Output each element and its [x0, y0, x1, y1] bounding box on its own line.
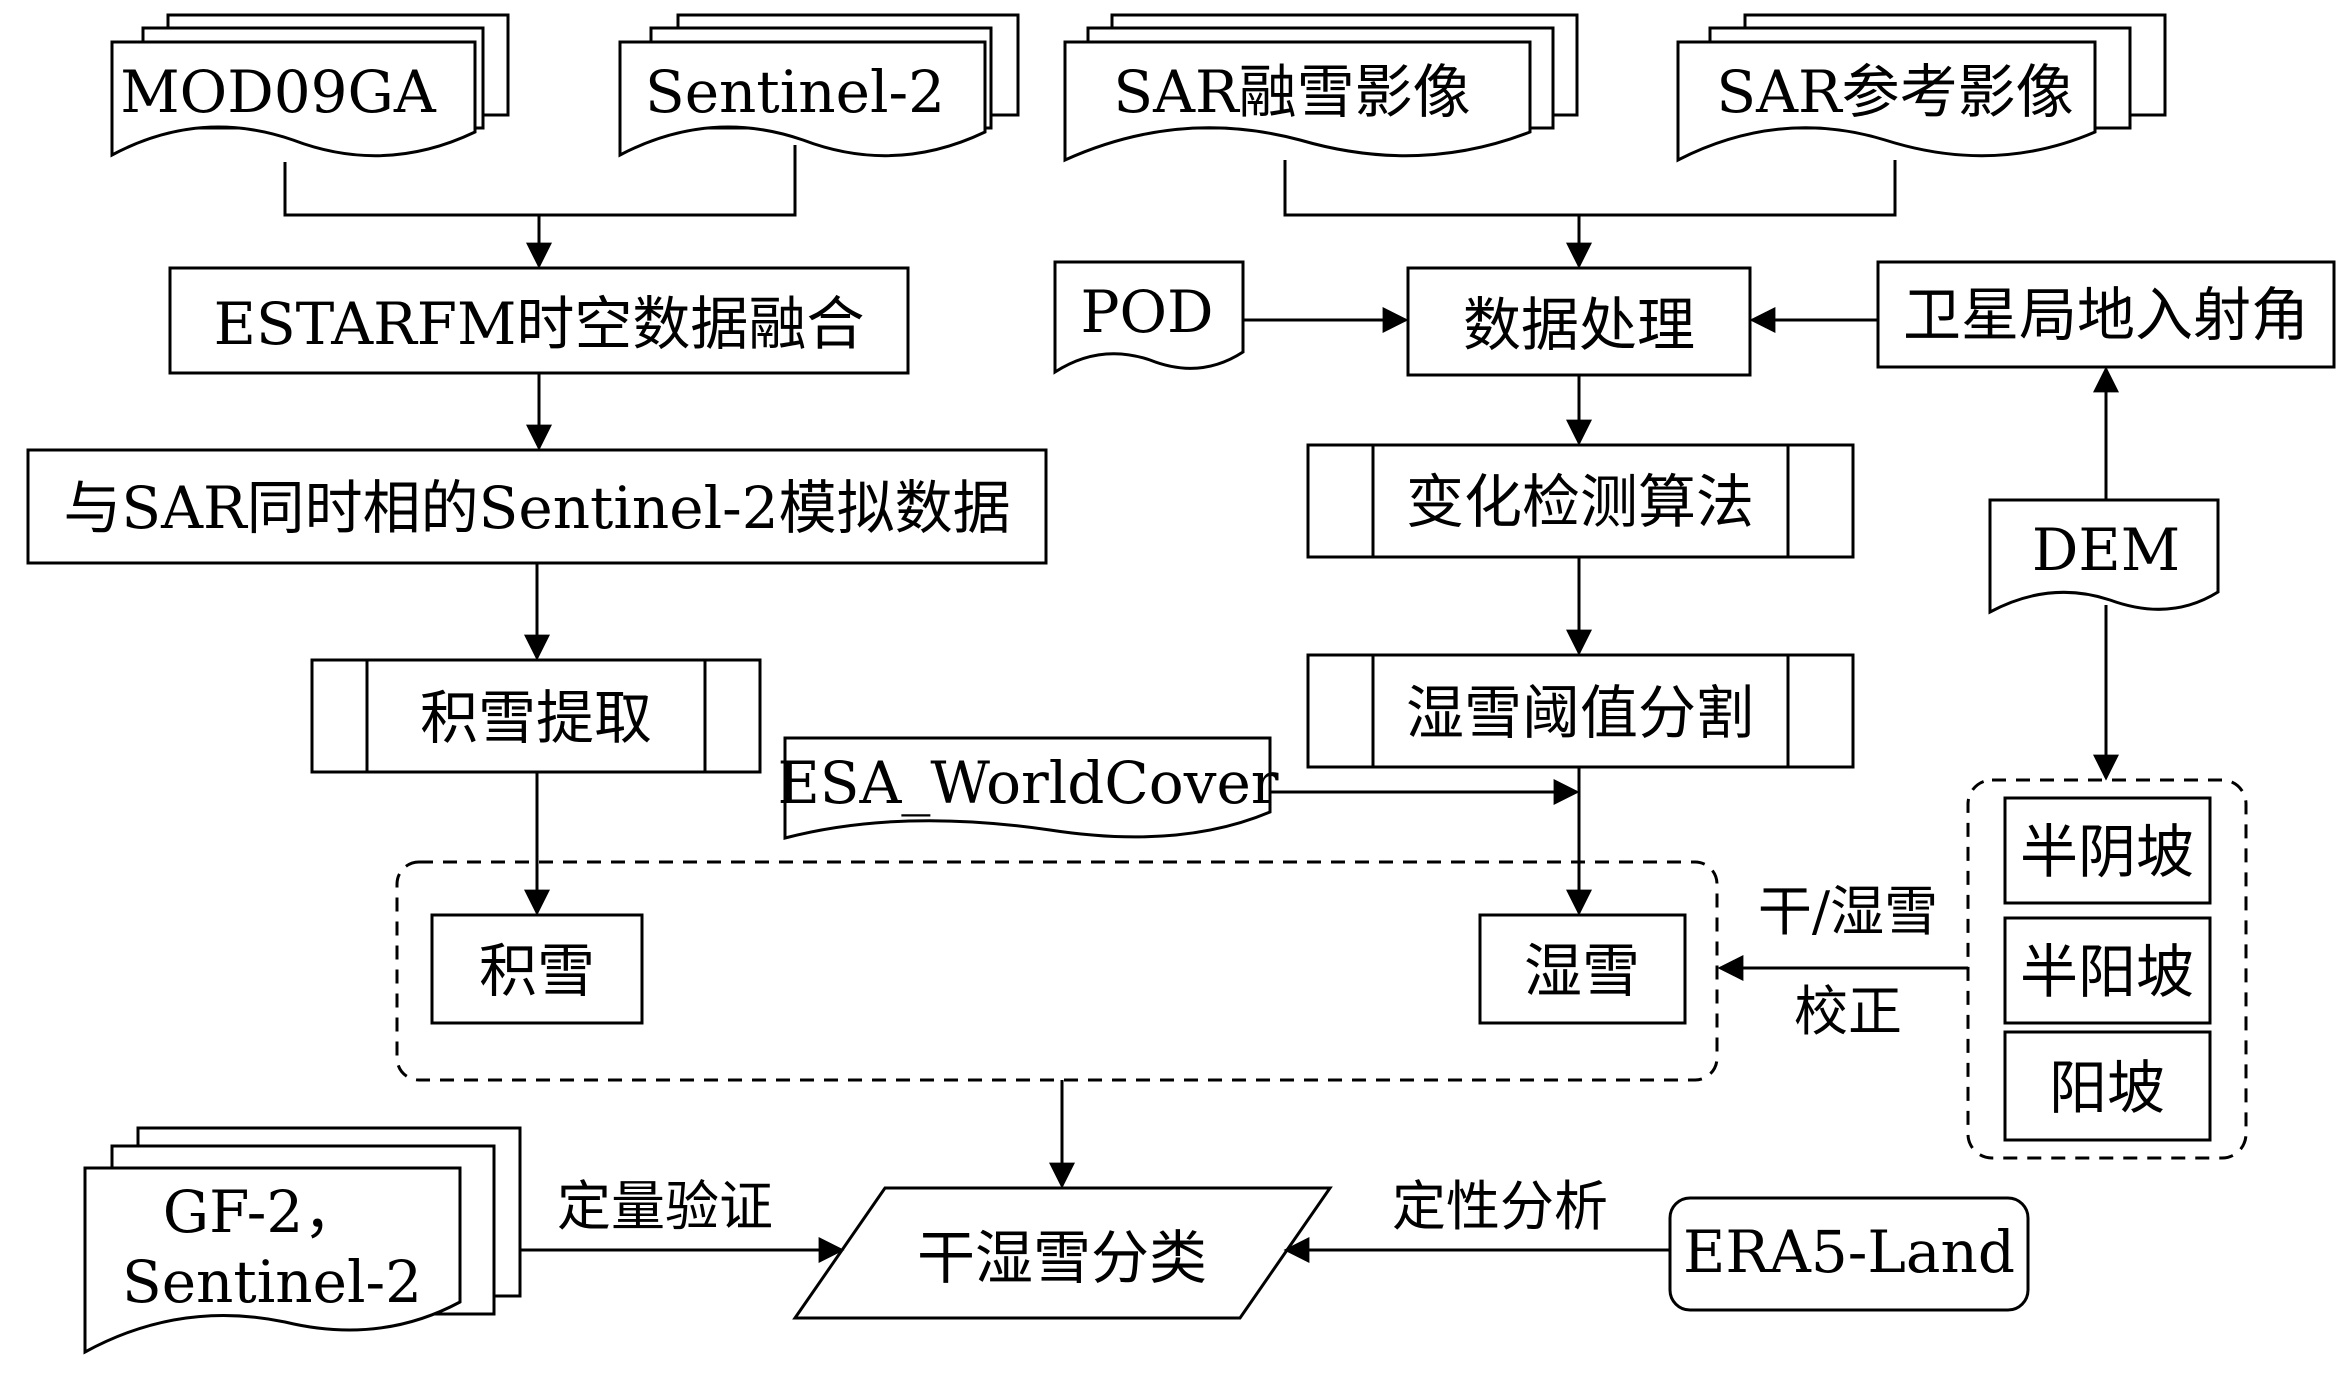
data-processing-label: 数据处理	[1463, 291, 1695, 359]
simulated-data-process: 与SAR同时相的Sentinel-2模拟数据	[26, 448, 1048, 565]
esa-worldcover-label: ESA_WorldCover	[777, 749, 1278, 817]
sar-ref-label: SAR参考影像	[1716, 58, 2073, 126]
mod09ga-document-stack: MOD09GA	[110, 13, 510, 158]
gf2-label-line2: Sentinel-2	[122, 1248, 422, 1316]
era5-label: ERA5-Land	[1683, 1218, 2015, 1286]
wet-snow-threshold-process: 湿雪阈值分割	[1306, 653, 1855, 769]
gf2-document-stack: GF-2， Sentinel-2	[83, 1126, 522, 1355]
qual-analysis-label: 定性分析	[1392, 1175, 1608, 1238]
sentinel2-top-label: Sentinel-2	[645, 58, 945, 126]
snow-extraction-label: 积雪提取	[420, 684, 652, 752]
snow-result-label: 积雪	[479, 937, 595, 1005]
correction-label-line1: 干/湿雪	[1758, 880, 1938, 943]
esa-worldcover-document: ESA_WorldCover	[777, 736, 1279, 840]
connectors	[283, 145, 2119, 1263]
pod-label: POD	[1080, 278, 1213, 346]
classification-label: 干湿雪分类	[917, 1224, 1207, 1292]
snow-result: 积雪	[430, 913, 644, 1025]
quant-validation-label: 定量验证	[557, 1175, 773, 1238]
dem-document: DEM	[1988, 498, 2220, 615]
incidence-angle-label: 卫星局地入射角	[1903, 281, 2309, 349]
wet-snow-result: 湿雪	[1478, 913, 1687, 1025]
semi-sunny-label: 半阳坡	[2020, 938, 2194, 1006]
sar-melt-label: SAR融雪影像	[1113, 58, 1470, 126]
data-processing-process: 数据处理	[1406, 266, 1752, 377]
correction-label-line2: 校正	[1794, 980, 1902, 1043]
pod-document: POD	[1053, 260, 1245, 375]
semi-shady-slope: 半阴坡	[2003, 796, 2212, 905]
incidence-angle-process: 卫星局地入射角	[1876, 260, 2336, 369]
sunny-label: 阳坡	[2049, 1054, 2165, 1122]
era5-terminal: ERA5-Land	[1668, 1196, 2030, 1312]
dem-label: DEM	[2032, 516, 2180, 584]
sentinel2-top-document-stack: Sentinel-2	[618, 13, 1020, 158]
gf2-label-line1: GF-2，	[163, 1178, 361, 1246]
classification-io: 干湿雪分类	[792, 1186, 1333, 1320]
sar-melt-document-stack: SAR融雪影像	[1063, 13, 1579, 163]
mod09ga-label: MOD09GA	[120, 58, 437, 126]
simulated-data-label: 与SAR同时相的Sentinel-2模拟数据	[63, 474, 1010, 542]
estarfm-process: ESTARFM时空数据融合	[168, 266, 910, 375]
semi-shady-label: 半阴坡	[2020, 818, 2194, 886]
change-detection-label: 变化检测算法	[1406, 468, 1754, 536]
snow-results-group	[395, 860, 1719, 1082]
snow-extraction-process: 积雪提取	[310, 658, 762, 774]
estarfm-label: ESTARFM时空数据融合	[214, 290, 865, 358]
wet-snow-threshold-label: 湿雪阈值分割	[1406, 679, 1754, 747]
sunny-slope: 阳坡	[2003, 1030, 2212, 1142]
change-detection-process: 变化检测算法	[1306, 443, 1855, 559]
sar-ref-document-stack: SAR参考影像	[1676, 13, 2167, 163]
wet-snow-result-label: 湿雪	[1524, 937, 1640, 1005]
semi-sunny-slope: 半阳坡	[2003, 916, 2212, 1025]
